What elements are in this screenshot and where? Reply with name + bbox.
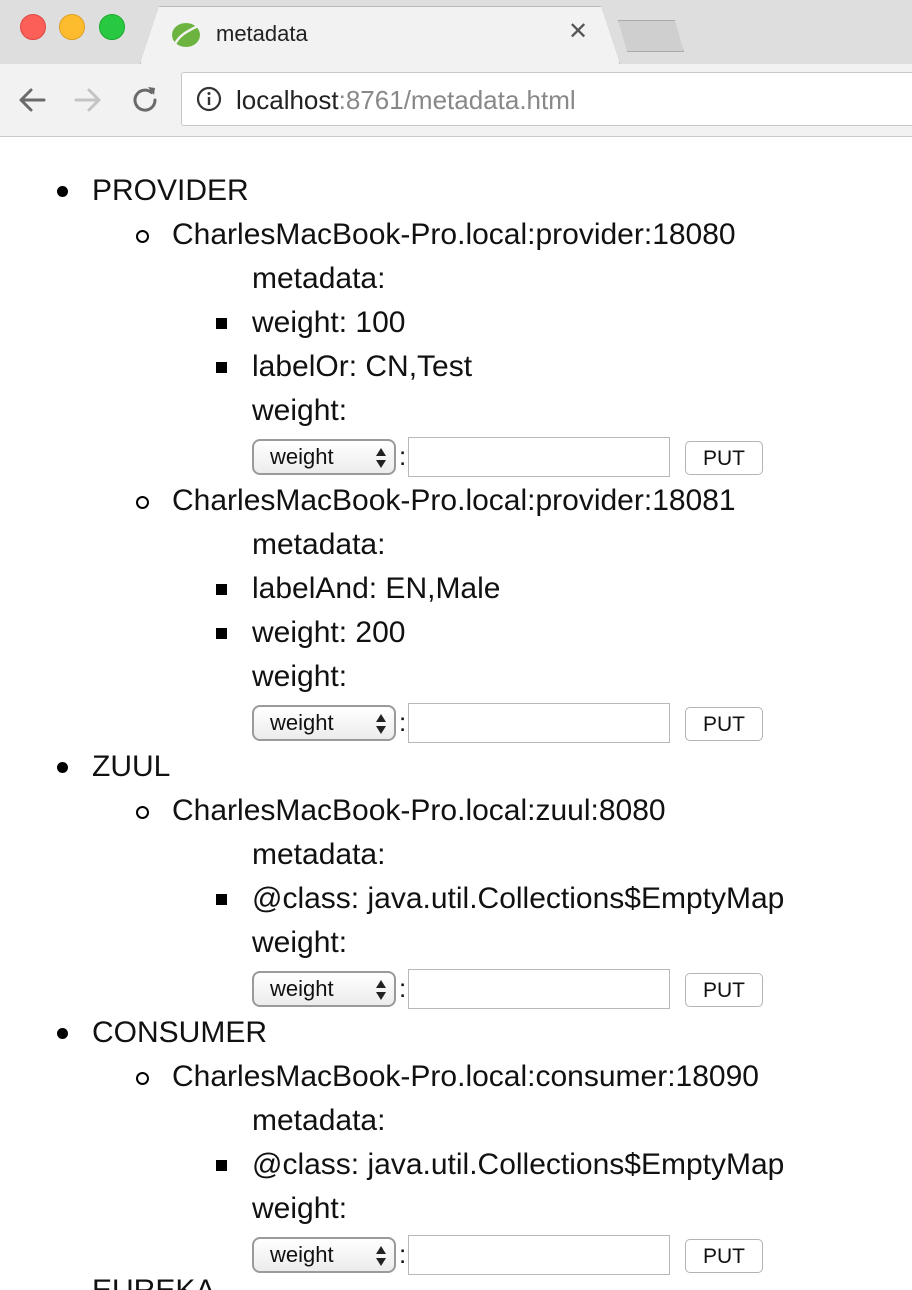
- weight-select[interactable]: weight: [252, 971, 396, 1007]
- app-name: CONSUMER: [92, 1016, 268, 1049]
- address-bar[interactable]: localhost:8761/metadata.html: [181, 72, 912, 126]
- put-button[interactable]: PUT: [685, 707, 763, 741]
- app-name: PROVIDER: [92, 174, 249, 207]
- metadata-item: labelAnd: EN,Male: [252, 572, 501, 605]
- forward-arrow-icon[interactable]: [70, 82, 106, 118]
- url-text: localhost:8761/metadata.html: [236, 85, 576, 115]
- close-window-button[interactable]: [20, 14, 46, 40]
- instance-id: CharlesMacBook-Pro.local:zuul:8080: [172, 794, 666, 827]
- weight-label: weight:: [252, 394, 348, 427]
- weight-value-input[interactable]: [408, 969, 670, 1009]
- instance-id: CharlesMacBook-Pro.local:provider:18080: [172, 218, 736, 251]
- select-arrows-icon: [376, 714, 386, 734]
- put-button[interactable]: PUT: [685, 441, 763, 475]
- weight-value-input[interactable]: [408, 1235, 670, 1275]
- weight-label: weight:: [252, 1192, 348, 1225]
- page-content: PROVIDER CharlesMacBook-Pro.local:provid…: [0, 137, 912, 1290]
- select-arrows-icon: [376, 1246, 386, 1266]
- colon-separator: :: [399, 441, 407, 471]
- colon-separator: :: [399, 1239, 407, 1269]
- browser-toolbar: localhost:8761/metadata.html: [0, 64, 912, 137]
- app-name: EUREKA: [92, 1273, 215, 1290]
- select-arrows-icon: [376, 448, 386, 468]
- select-arrows-icon: [376, 980, 386, 1000]
- metadata-label: metadata:: [252, 262, 386, 295]
- list-bullet: [136, 1072, 149, 1085]
- metadata-item: labelOr: CN,Test: [252, 350, 473, 383]
- metadata-label: metadata:: [252, 838, 386, 871]
- metadata-item: weight: 200: [252, 616, 406, 649]
- app-name: ZUUL: [92, 750, 171, 783]
- metadata-label: metadata:: [252, 1104, 386, 1137]
- list-bullet: [216, 894, 227, 905]
- list-bullet: [136, 496, 149, 509]
- weight-label: weight:: [252, 660, 348, 693]
- back-arrow-icon[interactable]: [14, 82, 50, 118]
- weight-select[interactable]: weight: [252, 1237, 396, 1273]
- metadata-item: @class: java.util.Collections$EmptyMap: [252, 882, 785, 915]
- list-bullet: [216, 318, 227, 329]
- metadata-item: weight: 100: [252, 306, 406, 339]
- metadata-item: @class: java.util.Collections$EmptyMap: [252, 1148, 785, 1181]
- tab-title: metadata: [216, 21, 308, 46]
- list-bullet: [216, 584, 227, 595]
- list-bullet: [216, 628, 227, 639]
- title-bar: metadata ✕: [0, 0, 912, 64]
- list-bullet: [57, 1028, 68, 1039]
- spring-leaf-icon: [172, 23, 200, 47]
- weight-label: weight:: [252, 926, 348, 959]
- put-button[interactable]: PUT: [685, 1239, 763, 1273]
- colon-separator: :: [399, 707, 407, 737]
- new-tab-button[interactable]: [618, 20, 684, 52]
- colon-separator: :: [399, 973, 407, 1003]
- list-bullet: [57, 186, 68, 197]
- weight-value-input[interactable]: [408, 703, 670, 743]
- instance-id: CharlesMacBook-Pro.local:consumer:18090: [172, 1060, 759, 1093]
- close-tab-icon[interactable]: ✕: [568, 18, 589, 45]
- put-button[interactable]: PUT: [685, 973, 763, 1007]
- list-bullet: [216, 1160, 227, 1171]
- list-bullet: [136, 806, 149, 819]
- minimize-window-button[interactable]: [59, 14, 85, 40]
- list-bullet: [136, 230, 149, 243]
- list-bullet: [57, 762, 68, 773]
- info-icon[interactable]: [196, 86, 222, 112]
- weight-value-input[interactable]: [408, 437, 670, 477]
- reload-icon[interactable]: [127, 82, 163, 118]
- zoom-window-button[interactable]: [99, 14, 125, 40]
- weight-select[interactable]: weight: [252, 705, 396, 741]
- tab-metadata[interactable]: metadata ✕: [140, 6, 620, 64]
- weight-select[interactable]: weight: [252, 439, 396, 475]
- list-bullet: [216, 362, 227, 373]
- metadata-label: metadata:: [252, 528, 386, 561]
- instance-id: CharlesMacBook-Pro.local:provider:18081: [172, 484, 736, 517]
